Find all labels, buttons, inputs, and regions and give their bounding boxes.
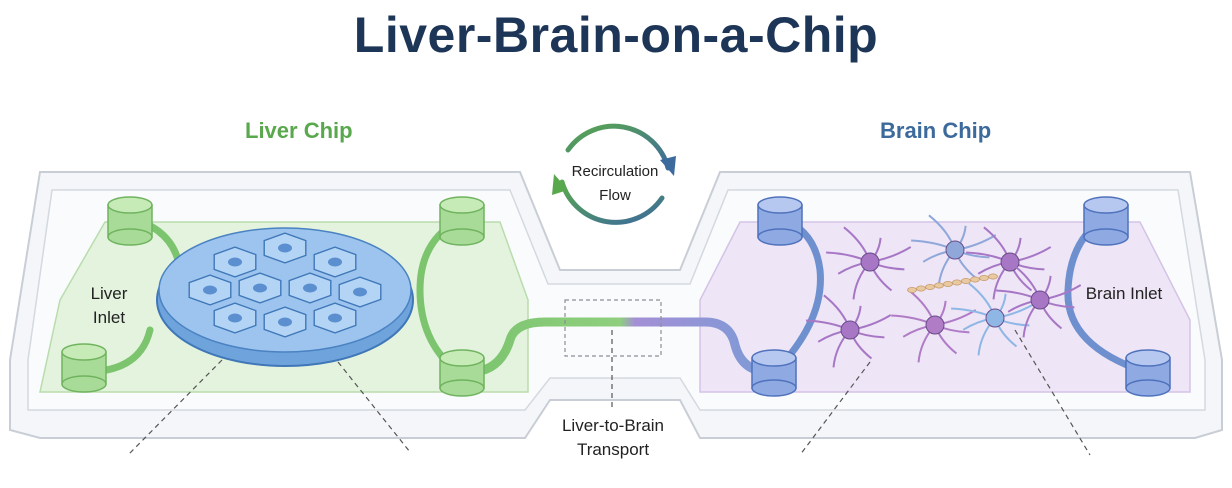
liver-port-top-left — [107, 196, 153, 246]
brain-port-bottom-right — [1125, 349, 1171, 397]
recirculation-label: Recirculation Flow — [571, 163, 659, 204]
cell-nucleus — [328, 257, 342, 267]
brain-port-top-left — [757, 196, 803, 246]
neuron-network — [806, 214, 1082, 368]
hepatocyte-cluster — [156, 227, 414, 367]
brain-inlet-label: Brain Inlet — [1085, 284, 1163, 303]
cell-nucleus — [303, 283, 317, 293]
page-title: Liver-Brain-on-a-Chip — [353, 7, 879, 63]
myelin-bead — [970, 276, 980, 283]
cell-nucleus — [228, 313, 242, 323]
hepatocyte-cells — [188, 232, 382, 338]
liver-port-bottom-left — [61, 343, 107, 393]
neuron-soma — [945, 240, 965, 260]
liver-chip-label: Liver Chip — [245, 118, 353, 143]
myelin-bead — [988, 273, 998, 280]
liver-port-top-right — [439, 196, 485, 246]
cell-nucleus — [353, 287, 367, 297]
myelin-bead — [925, 283, 935, 290]
cell-nucleus — [253, 283, 267, 293]
liver-port-bottom-right — [439, 349, 485, 397]
cell-nucleus — [278, 243, 292, 253]
neuron-soma — [860, 252, 880, 272]
recirculation-arrow-icon — [552, 123, 676, 225]
myelin-bead — [979, 274, 989, 281]
transport-label: Liver-to-Brain Transport — [561, 416, 665, 459]
brain-port-bottom-left — [751, 349, 797, 397]
leader-lines — [127, 329, 1091, 456]
neuron-soma — [985, 308, 1005, 328]
myelin-bead — [952, 279, 962, 286]
liver-inlet-label: Liver Inlet — [90, 284, 128, 327]
myelin-bead — [943, 280, 953, 287]
myelin-bead — [961, 277, 971, 284]
myelin-bead — [934, 282, 944, 289]
neuron-soma — [840, 320, 860, 340]
transport-window — [564, 299, 662, 357]
neuron-soma — [925, 315, 945, 335]
myelin-bead — [907, 286, 917, 293]
brain-chip-label: Brain Chip — [880, 118, 992, 143]
neuron-soma — [1030, 290, 1050, 310]
cell-nucleus — [228, 257, 242, 267]
myelin-bead — [916, 285, 926, 292]
cell-nucleus — [278, 317, 292, 327]
cell-nucleus — [203, 285, 217, 295]
connecting-channel — [465, 299, 775, 377]
cell-nucleus — [328, 313, 342, 323]
brain-port-top-right — [1083, 196, 1129, 246]
